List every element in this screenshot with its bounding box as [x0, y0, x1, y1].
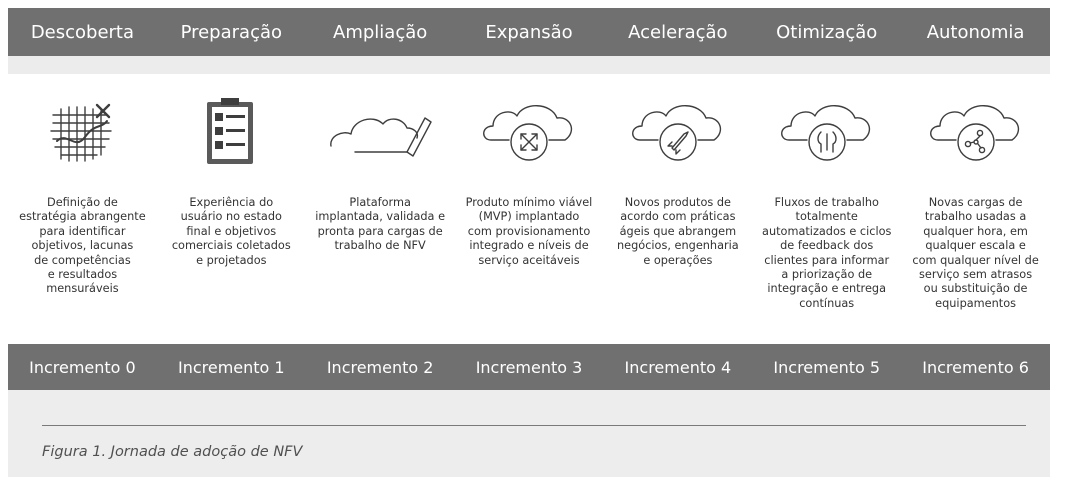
- increment-label-5: Incremento 5: [773, 357, 881, 377]
- stage-icon-row: [8, 84, 1050, 179]
- icon-cell-4: [603, 84, 752, 179]
- description-text: Novas cargas de trabalho usadas a qualqu…: [912, 196, 1039, 310]
- icon-cell-5: [752, 84, 901, 179]
- description-text: Definição de estratégia abrangente para …: [19, 196, 146, 296]
- cloud-tools-icon: [780, 104, 870, 161]
- description-text: Plataforma implantada, validada e pronta…: [315, 196, 446, 253]
- caption-area: Figura 1. Jornada de adoção de NFV: [8, 390, 1050, 477]
- cloud-network-icon: [929, 104, 1019, 161]
- figure-caption: Figura 1. Jornada de adoção de NFV: [42, 444, 303, 460]
- icon-cell-1: [157, 84, 306, 179]
- increment-row: Incremento 0 Incremento 1 Incremento 2 I…: [8, 344, 1050, 390]
- stage-title-descoberta: Descoberta: [30, 21, 135, 43]
- stage-title-autonomia: Autonomia: [926, 21, 1025, 43]
- icon-cell-3: [455, 84, 604, 179]
- stage-title-aceleracao: Aceleração: [628, 21, 728, 43]
- increment-label-2: Incremento 2: [326, 357, 434, 377]
- icon-cell-6: [901, 84, 1050, 179]
- stage-description-0: Definição de estratégia abrangente para …: [8, 196, 157, 344]
- description-text: Produto mínimo viável (MVP) implantado c…: [465, 196, 593, 267]
- checklist-clipboard-icon: [207, 97, 254, 164]
- increment-label-3: Incremento 3: [475, 357, 583, 377]
- icon-cell-0: [8, 84, 157, 179]
- stage-description-5: Fluxos de trabalho totalmente automatiza…: [752, 196, 901, 344]
- stage-title-ampliacao: Ampliação: [333, 21, 428, 43]
- stage-description-1: Experiência do usuário no estado final e…: [157, 196, 306, 344]
- description-text: Fluxos de trabalho totalmente automatiza…: [762, 196, 892, 310]
- stage-description-6: Novas cargas de trabalho usadas a qualqu…: [901, 196, 1050, 344]
- strategy-grid-icon: [50, 103, 113, 162]
- icon-cell-2: [306, 84, 455, 179]
- increment-label-6: Incremento 6: [922, 357, 1029, 377]
- header-stripe: [8, 56, 1050, 74]
- stage-description-row: Definição de estratégia abrangente para …: [8, 196, 1050, 344]
- stage-description-2: Plataforma implantada, validada e pronta…: [306, 196, 455, 344]
- stage-header-row: Descoberta Preparação Ampliação Expansão…: [8, 8, 1050, 56]
- increment-label-1: Incremento 1: [177, 357, 285, 377]
- description-text: Experiência do usuário no estado final e…: [171, 196, 291, 267]
- stage-description-4: Novos produtos de acordo com práticas ág…: [603, 196, 752, 344]
- stage-title-otimizacao: Otimização: [776, 21, 878, 43]
- cloud-expand-arrows-icon: [483, 104, 573, 161]
- increment-label-4: Incremento 4: [624, 357, 732, 377]
- description-text: Novos produtos de acordo com práticas ág…: [617, 196, 739, 267]
- cloud-rocket-icon: [631, 104, 721, 161]
- stage-title-expansao: Expansão: [485, 21, 573, 43]
- caption-divider: [42, 425, 1026, 426]
- stage-title-preparacao: Preparação: [180, 21, 283, 43]
- increment-label-0: Incremento 0: [29, 357, 136, 377]
- cloud-being-drawn-icon: [330, 116, 432, 157]
- stage-description-3: Produto mínimo viável (MVP) implantado c…: [455, 196, 604, 344]
